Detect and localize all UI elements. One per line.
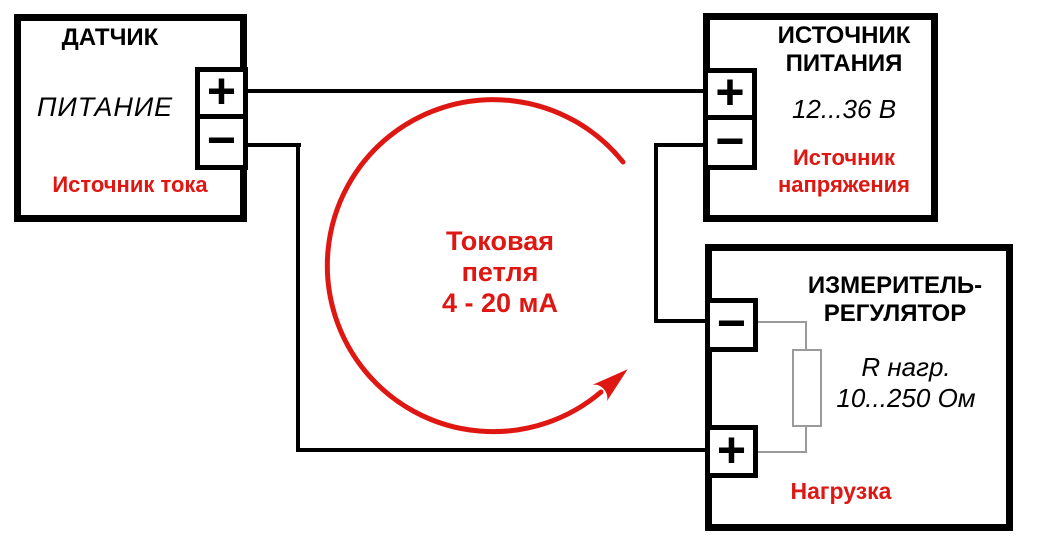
psu-voltage-range: 12...36 В: [791, 94, 897, 124]
load-wire-top-horizontal: [757, 321, 807, 323]
sensor-minus-terminal: −: [195, 114, 248, 170]
wire-psu-minus-vertical: [654, 143, 658, 323]
wire-sensor-minus-vertical: [296, 143, 300, 452]
psu-note: Источник напряжения: [750, 144, 938, 198]
psu-title-line1: ИСТОЧНИК: [777, 22, 911, 49]
load-resistor: [792, 349, 822, 427]
loop-label-line2: петля: [461, 257, 539, 287]
loop-label-line1: Токовая: [446, 226, 554, 256]
psu-title-line2: ПИТАНИЯ: [785, 50, 903, 77]
meter-regulator-box: [705, 244, 1013, 531]
meter-load-resistance: R нагр. 10...250 Ом: [796, 352, 1016, 414]
meter-load-line2: 10...250 Ом: [836, 383, 976, 413]
meter-minus-terminal: −: [705, 298, 758, 352]
meter-note: Нагрузка: [790, 478, 892, 504]
sensor-title: ДАТЧИК: [61, 24, 159, 51]
meter-plus-terminal: +: [705, 425, 758, 478]
meter-title-line1: ИЗМЕРИТЕЛЬ-: [807, 272, 983, 299]
psu-title: ИСТОЧНИК ПИТАНИЯ: [757, 22, 931, 78]
loop-label-line3: 4 - 20 мА: [441, 288, 558, 318]
wire-to-meter-plus: [296, 448, 706, 452]
load-wire-bottom-vertical: [805, 425, 807, 453]
wire-sensor-plus-to-psu-plus: [240, 89, 706, 93]
meter-title-line2: РЕГУЛЯТОР: [823, 300, 967, 327]
load-wire-top-vertical: [805, 321, 807, 351]
sensor-note: Источник тока: [52, 172, 208, 197]
psu-note-line1: Источник: [792, 145, 896, 170]
meter-load-line1: R нагр.: [861, 352, 951, 382]
current-loop-label: Токовая петля 4 - 20 мА: [390, 226, 610, 319]
wire-psu-minus-horizontal: [654, 143, 704, 147]
wire-to-meter-minus: [654, 319, 706, 323]
meter-title: ИЗМЕРИТЕЛЬ- РЕГУЛЯТОР: [785, 272, 1005, 328]
load-wire-bottom-horizontal: [757, 451, 807, 453]
psu-minus-terminal: −: [703, 115, 757, 170]
sensor-power-label: ПИТАНИЕ: [36, 92, 174, 122]
psu-note-line2: напряжения: [778, 172, 910, 197]
wire-sensor-minus-horizontal: [247, 143, 301, 147]
